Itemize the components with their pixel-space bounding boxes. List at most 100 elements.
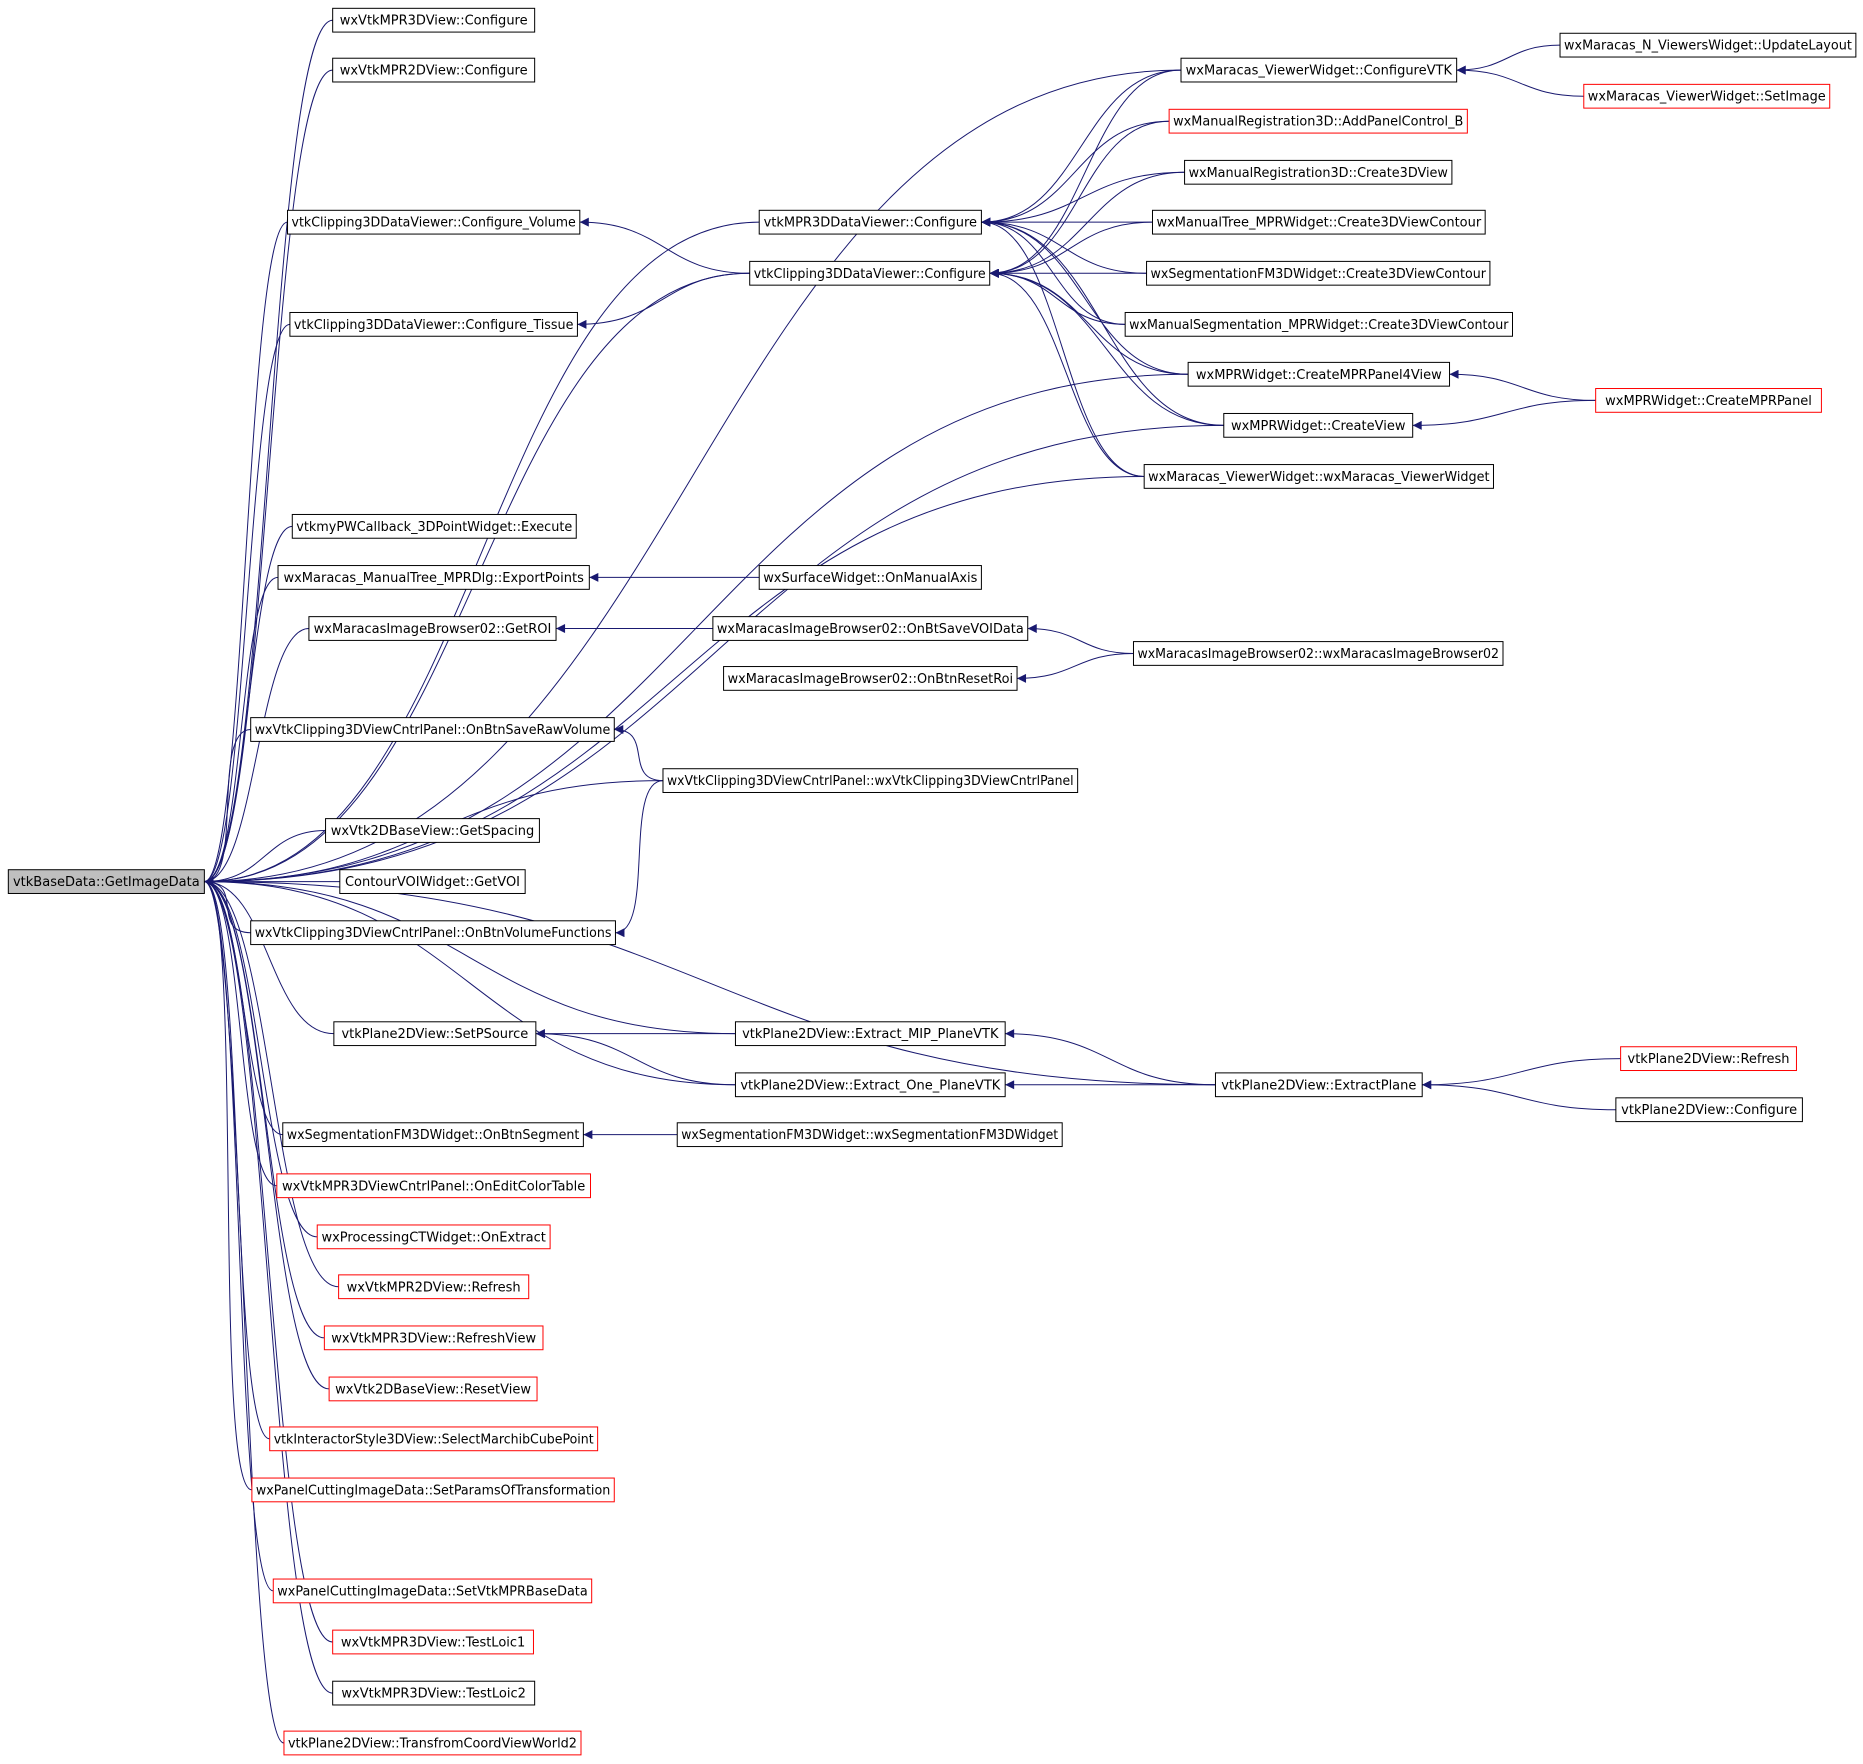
node-box <box>283 1730 582 1756</box>
call-edge-r11-to-m7 <box>1005 1029 1216 1086</box>
node-box <box>749 260 991 286</box>
function-node-n17[interactable]: wxVtkMPR3DView::RefreshView <box>323 1325 544 1351</box>
function-node-r6[interactable]: wxManualSegmentation_MPRWidget::Create3D… <box>1124 311 1513 337</box>
call-edge-n3-to-root <box>204 221 288 886</box>
function-node-r1[interactable]: wxMaracas_ViewerWidget::ConfigureVTK <box>1180 57 1458 83</box>
node-label: wxVtkMPR3DView::TestLoic1 <box>341 1636 525 1651</box>
node-box <box>676 1122 1063 1148</box>
node-box <box>332 7 536 33</box>
node-label: wxManualRegistration3D::Create3DView <box>1189 166 1449 181</box>
node-box <box>1615 1097 1803 1123</box>
node-label: vtkPlane2DView::Extract_MIP_PlaneVTK <box>742 1027 999 1042</box>
node-box <box>1151 209 1486 235</box>
call-edge-m2-to-n3 <box>579 217 750 274</box>
function-node-n3[interactable]: vtkClipping3DDataViewer::Configure_Volum… <box>287 209 581 235</box>
node-box <box>1620 1046 1797 1072</box>
function-node-n20[interactable]: wxPanelCuttingImageData::SetParamsOfTran… <box>251 1477 615 1503</box>
function-node-n24[interactable]: vtkPlane2DView::TransfromCoordViewWorld2 <box>283 1730 582 1756</box>
node-box <box>325 818 540 843</box>
function-node-m2[interactable]: vtkClipping3DDataViewer::Configure <box>749 260 991 286</box>
function-node-m4[interactable]: wxMaracasImageBrowser02::OnBtSaveVOIData <box>712 616 1029 641</box>
function-node-n1[interactable]: wxVtkMPR3DView::Configure <box>332 7 536 33</box>
function-node-m3[interactable]: wxSurfaceWidget::OnManualAxis <box>758 565 982 590</box>
call-edge-r6-to-m2 <box>989 268 1126 325</box>
node-label: vtkBaseData::GetImageData <box>13 875 200 890</box>
function-node-f4[interactable]: vtkPlane2DView::Refresh <box>1620 1046 1797 1072</box>
function-node-n4[interactable]: vtkClipping3DDataViewer::Configure_Tissu… <box>289 311 578 337</box>
node-box <box>734 1072 1006 1098</box>
function-node-r11[interactable]: vtkPlane2DView::ExtractPlane <box>1214 1072 1423 1098</box>
function-node-f1[interactable]: wxMaracas_N_ViewersWidget::UpdateLayout <box>1559 32 1857 58</box>
function-node-m6[interactable]: wxVtkClipping3DViewCntrlPanel::wxVtkClip… <box>662 768 1079 793</box>
node-label: wxSegmentationFM3DWidget::Create3DViewCo… <box>1151 267 1487 282</box>
function-node-n7[interactable]: wxMaracasImageBrowser02::GetROI <box>308 616 557 641</box>
function-node-r9[interactable]: wxMaracas_ViewerWidget::wxMaracas_Viewer… <box>1143 464 1494 489</box>
call-edge-f3-to-r8 <box>1412 399 1596 430</box>
call-edge-n6-to-root <box>204 576 279 887</box>
function-node-n18[interactable]: wxVtk2DBaseView::ResetView <box>328 1376 538 1402</box>
call-edge-f2-to-r1 <box>1456 65 1584 97</box>
call-edge-m6-to-n8 <box>614 725 663 782</box>
function-node-n22[interactable]: wxVtkMPR3DView::TestLoic1 <box>332 1629 534 1655</box>
call-edge-r1-to-m1 <box>981 69 1182 227</box>
function-node-n2[interactable]: wxVtkMPR2DView::Configure <box>332 57 536 83</box>
call-edge-n4-to-root <box>204 323 291 886</box>
call-edge-n18-to-root <box>204 877 330 1390</box>
node-box <box>333 1021 537 1047</box>
call-edge-r4-to-m2 <box>989 221 1153 278</box>
node-label: wxSegmentationFM3DWidget::OnBtnSegment <box>287 1128 580 1143</box>
function-node-m7[interactable]: vtkPlane2DView::Extract_MIP_PlaneVTK <box>734 1021 1006 1047</box>
function-node-n10[interactable]: ContourVOIWidget::GetVOI <box>339 869 526 894</box>
function-node-r2[interactable]: wxManualRegistration3D::AddPanelControl_… <box>1168 108 1468 134</box>
node-box <box>250 920 616 946</box>
function-node-m8[interactable]: vtkPlane2DView::Extract_One_PlaneVTK <box>734 1072 1006 1098</box>
function-node-m1[interactable]: vtkMPR3DDataViewer::Configure <box>758 209 982 235</box>
node-box <box>323 1325 544 1351</box>
function-node-n19[interactable]: vtkInteractorStyle3DView::SelectMarchibC… <box>269 1426 599 1452</box>
call-edge-r10-to-m5 <box>1017 652 1134 683</box>
function-node-n14[interactable]: wxVtkMPR3DViewCntrlPanel::OnEditColorTab… <box>276 1173 592 1199</box>
function-node-root[interactable]: vtkBaseData::GetImageData <box>7 869 205 894</box>
function-node-n21[interactable]: wxPanelCuttingImageData::SetVtkMPRBaseDa… <box>272 1578 593 1604</box>
call-edge-n16-to-root <box>204 877 339 1288</box>
node-box <box>723 666 1018 691</box>
node-label: vtkPlane2DView::Configure <box>1621 1103 1797 1118</box>
function-node-r4[interactable]: wxManualTree_MPRWidget::Create3DViewCont… <box>1151 209 1486 235</box>
function-node-n12[interactable]: vtkPlane2DView::SetPSource <box>333 1021 537 1047</box>
node-box <box>734 1021 1006 1047</box>
function-node-r5[interactable]: wxSegmentationFM3DWidget::Create3DViewCo… <box>1146 260 1491 286</box>
function-node-n13[interactable]: wxSegmentationFM3DWidget::OnBtnSegment <box>282 1122 584 1148</box>
function-node-n6[interactable]: wxMaracas_ManualTree_MPRDlg::ExportPoint… <box>277 565 590 590</box>
function-node-n8[interactable]: wxVtkClipping3DViewCntrlPanel::OnBtnSave… <box>250 717 615 742</box>
function-node-m9[interactable]: wxSegmentationFM3DWidget::wxSegmentation… <box>676 1122 1063 1148</box>
function-node-f2[interactable]: wxMaracas_ViewerWidget::SetImage <box>1583 83 1831 109</box>
function-node-n5[interactable]: vtkmyPWCallback_3DPointWidget::Execute <box>291 513 577 539</box>
node-label: vtkMPR3DDataViewer::Configure <box>764 216 977 231</box>
function-node-n11[interactable]: wxVtkClipping3DViewCntrlPanel::OnBtnVolu… <box>250 920 616 946</box>
node-label: wxVtkMPR2DView::Configure <box>340 64 528 79</box>
function-node-n9[interactable]: wxVtk2DBaseView::GetSpacing <box>325 818 540 843</box>
function-node-n16[interactable]: wxVtkMPR2DView::Refresh <box>338 1274 530 1300</box>
call-edge-n20-to-root <box>204 877 253 1491</box>
call-edge-r2-to-m2 <box>989 120 1170 278</box>
node-box <box>712 616 1029 641</box>
function-node-r10[interactable]: wxMaracasImageBrowser02::wxMaracasImageB… <box>1132 641 1504 666</box>
function-node-m5[interactable]: wxMaracasImageBrowser02::OnBtnResetRoi <box>723 666 1018 691</box>
node-label: vtkPlane2DView::ExtractPlane <box>1221 1078 1416 1093</box>
function-node-f5[interactable]: vtkPlane2DView::Configure <box>1615 1097 1803 1123</box>
node-label: vtkClipping3DDataViewer::Configure_Volum… <box>292 216 576 231</box>
node-box <box>316 1224 551 1250</box>
function-node-n15[interactable]: wxProcessingCTWidget::OnExtract <box>316 1224 551 1250</box>
node-label: wxMPRWidget::CreateMPRPanel <box>1605 394 1812 409</box>
node-label: wxSurfaceWidget::OnManualAxis <box>763 571 977 586</box>
function-node-r3[interactable]: wxManualRegistration3D::Create3DView <box>1184 159 1453 185</box>
function-node-r8[interactable]: wxMPRWidget::CreateView <box>1223 412 1414 438</box>
call-edge-r5-to-m1 <box>981 217 1147 274</box>
call-edge-n1-to-root <box>204 19 333 886</box>
function-node-f3[interactable]: wxMPRWidget::CreateMPRPanel <box>1595 388 1822 413</box>
function-node-n23[interactable]: wxVtkMPR3DView::TestLoic2 <box>332 1680 536 1706</box>
function-node-r7[interactable]: wxMPRWidget::CreateMPRPanel4View <box>1187 361 1451 387</box>
node-box <box>338 1274 530 1300</box>
node-box <box>1180 57 1458 83</box>
call-edge-n9-to-root <box>204 830 326 887</box>
